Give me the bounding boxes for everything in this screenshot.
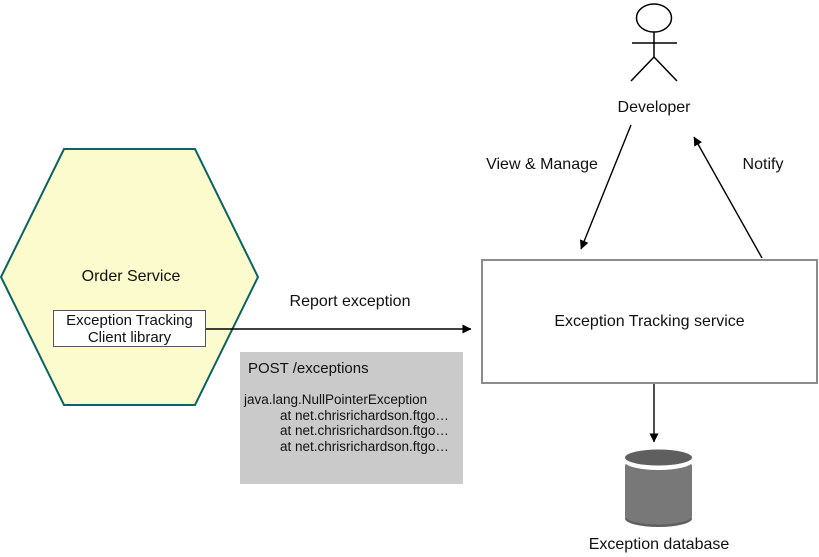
view-manage-label: View & Manage — [486, 156, 598, 173]
client-library-box: Exception Tracking Client library — [53, 310, 206, 347]
exception-database-label: Exception database — [588, 536, 730, 553]
view-manage-arrow — [580, 124, 632, 250]
client-library-line1: Exception Tracking — [66, 311, 193, 329]
stack-frame-line: at net.chrisrichardson.ftgo… — [280, 438, 449, 454]
notify-label: Notify — [742, 156, 784, 173]
post-exceptions-snippet: POST /exceptions java.lang.NullPointerEx… — [240, 352, 463, 484]
stack-frame-line: at net.chrisrichardson.ftgo… — [280, 407, 449, 423]
developer-actor-icon — [630, 3, 678, 82]
exception-tracking-service-label: Exception Tracking service — [554, 312, 745, 330]
client-library-line2: Client library — [87, 328, 172, 346]
stack-exception-line: java.lang.NullPointerException — [244, 392, 428, 407]
database-cylinder-icon — [624, 449, 693, 527]
report-exception-label: Report exception — [289, 293, 411, 310]
stack-trace: java.lang.NullPointerException at net.ch… — [244, 392, 459, 454]
stack-frame-line: at net.chrisrichardson.ftgo… — [280, 423, 449, 438]
developer-label: Developer — [617, 99, 691, 116]
exception-tracking-service-box: Exception Tracking service — [481, 259, 818, 384]
order-service-label: Order Service — [81, 268, 181, 285]
snippet-title: POST /exceptions — [248, 360, 369, 377]
